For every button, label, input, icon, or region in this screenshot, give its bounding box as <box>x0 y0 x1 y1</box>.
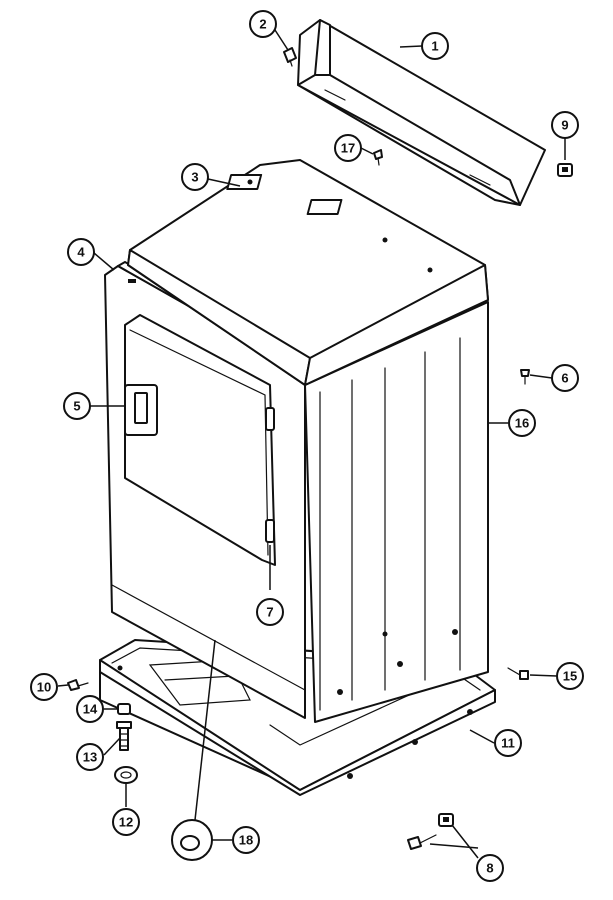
callout-label: 6 <box>561 371 568 386</box>
callout-13: 13 <box>76 743 104 771</box>
leader-lines <box>57 29 566 859</box>
clip-8 <box>438 813 454 827</box>
callout-10: 10 <box>30 673 58 701</box>
callout-label: 17 <box>341 141 355 156</box>
callout-label: 14 <box>83 702 98 717</box>
callout-4: 4 <box>67 238 95 266</box>
leg-nut-14 <box>117 703 131 715</box>
callout-label: 3 <box>191 170 198 185</box>
callout-7: 7 <box>256 598 284 626</box>
callout-label: 7 <box>266 605 273 620</box>
foot-18 <box>171 819 213 861</box>
callout-label: 16 <box>515 416 529 431</box>
leveling-leg-13 <box>116 721 132 751</box>
screw-17 <box>373 149 383 166</box>
callout-17: 17 <box>334 134 362 162</box>
callout-12: 12 <box>112 808 140 836</box>
callout-16: 16 <box>508 409 536 437</box>
callout-label: 4 <box>77 245 85 260</box>
callout-label: 11 <box>501 736 515 751</box>
callout-5: 5 <box>63 392 91 420</box>
callout-14: 14 <box>76 695 104 723</box>
callout-label: 13 <box>83 750 97 765</box>
callout-label: 12 <box>119 815 133 830</box>
screw-2 <box>283 47 297 67</box>
foot-pad-12 <box>114 766 138 784</box>
callout-18: 18 <box>232 826 260 854</box>
cabinet-side-panel <box>304 301 489 723</box>
callout-label: 5 <box>73 399 80 414</box>
callout-label: 2 <box>259 17 266 32</box>
door-hinges <box>265 407 275 543</box>
callout-6: 6 <box>551 364 579 392</box>
screw-15 <box>507 667 529 680</box>
callout-label: 8 <box>486 861 493 876</box>
callout-1: 1 <box>421 32 449 60</box>
callout-11: 11 <box>494 729 522 757</box>
callout-label: 9 <box>561 118 568 133</box>
screw-6 <box>520 369 530 385</box>
callout-label: 18 <box>239 833 253 848</box>
callout-3: 3 <box>181 163 209 191</box>
callout-label: 10 <box>37 680 51 695</box>
callout-label: 1 <box>431 39 438 54</box>
callout-9: 9 <box>551 111 579 139</box>
screw-8 <box>407 834 437 850</box>
clip-9 <box>557 163 573 177</box>
screw-10 <box>67 679 89 691</box>
dryer-door <box>124 314 276 566</box>
callout-15: 15 <box>556 662 584 690</box>
top-cover <box>127 159 489 386</box>
control-panel-backguard <box>297 19 546 206</box>
callout-2: 2 <box>249 10 277 38</box>
callout-8: 8 <box>476 854 504 882</box>
callout-label: 15 <box>563 669 577 684</box>
